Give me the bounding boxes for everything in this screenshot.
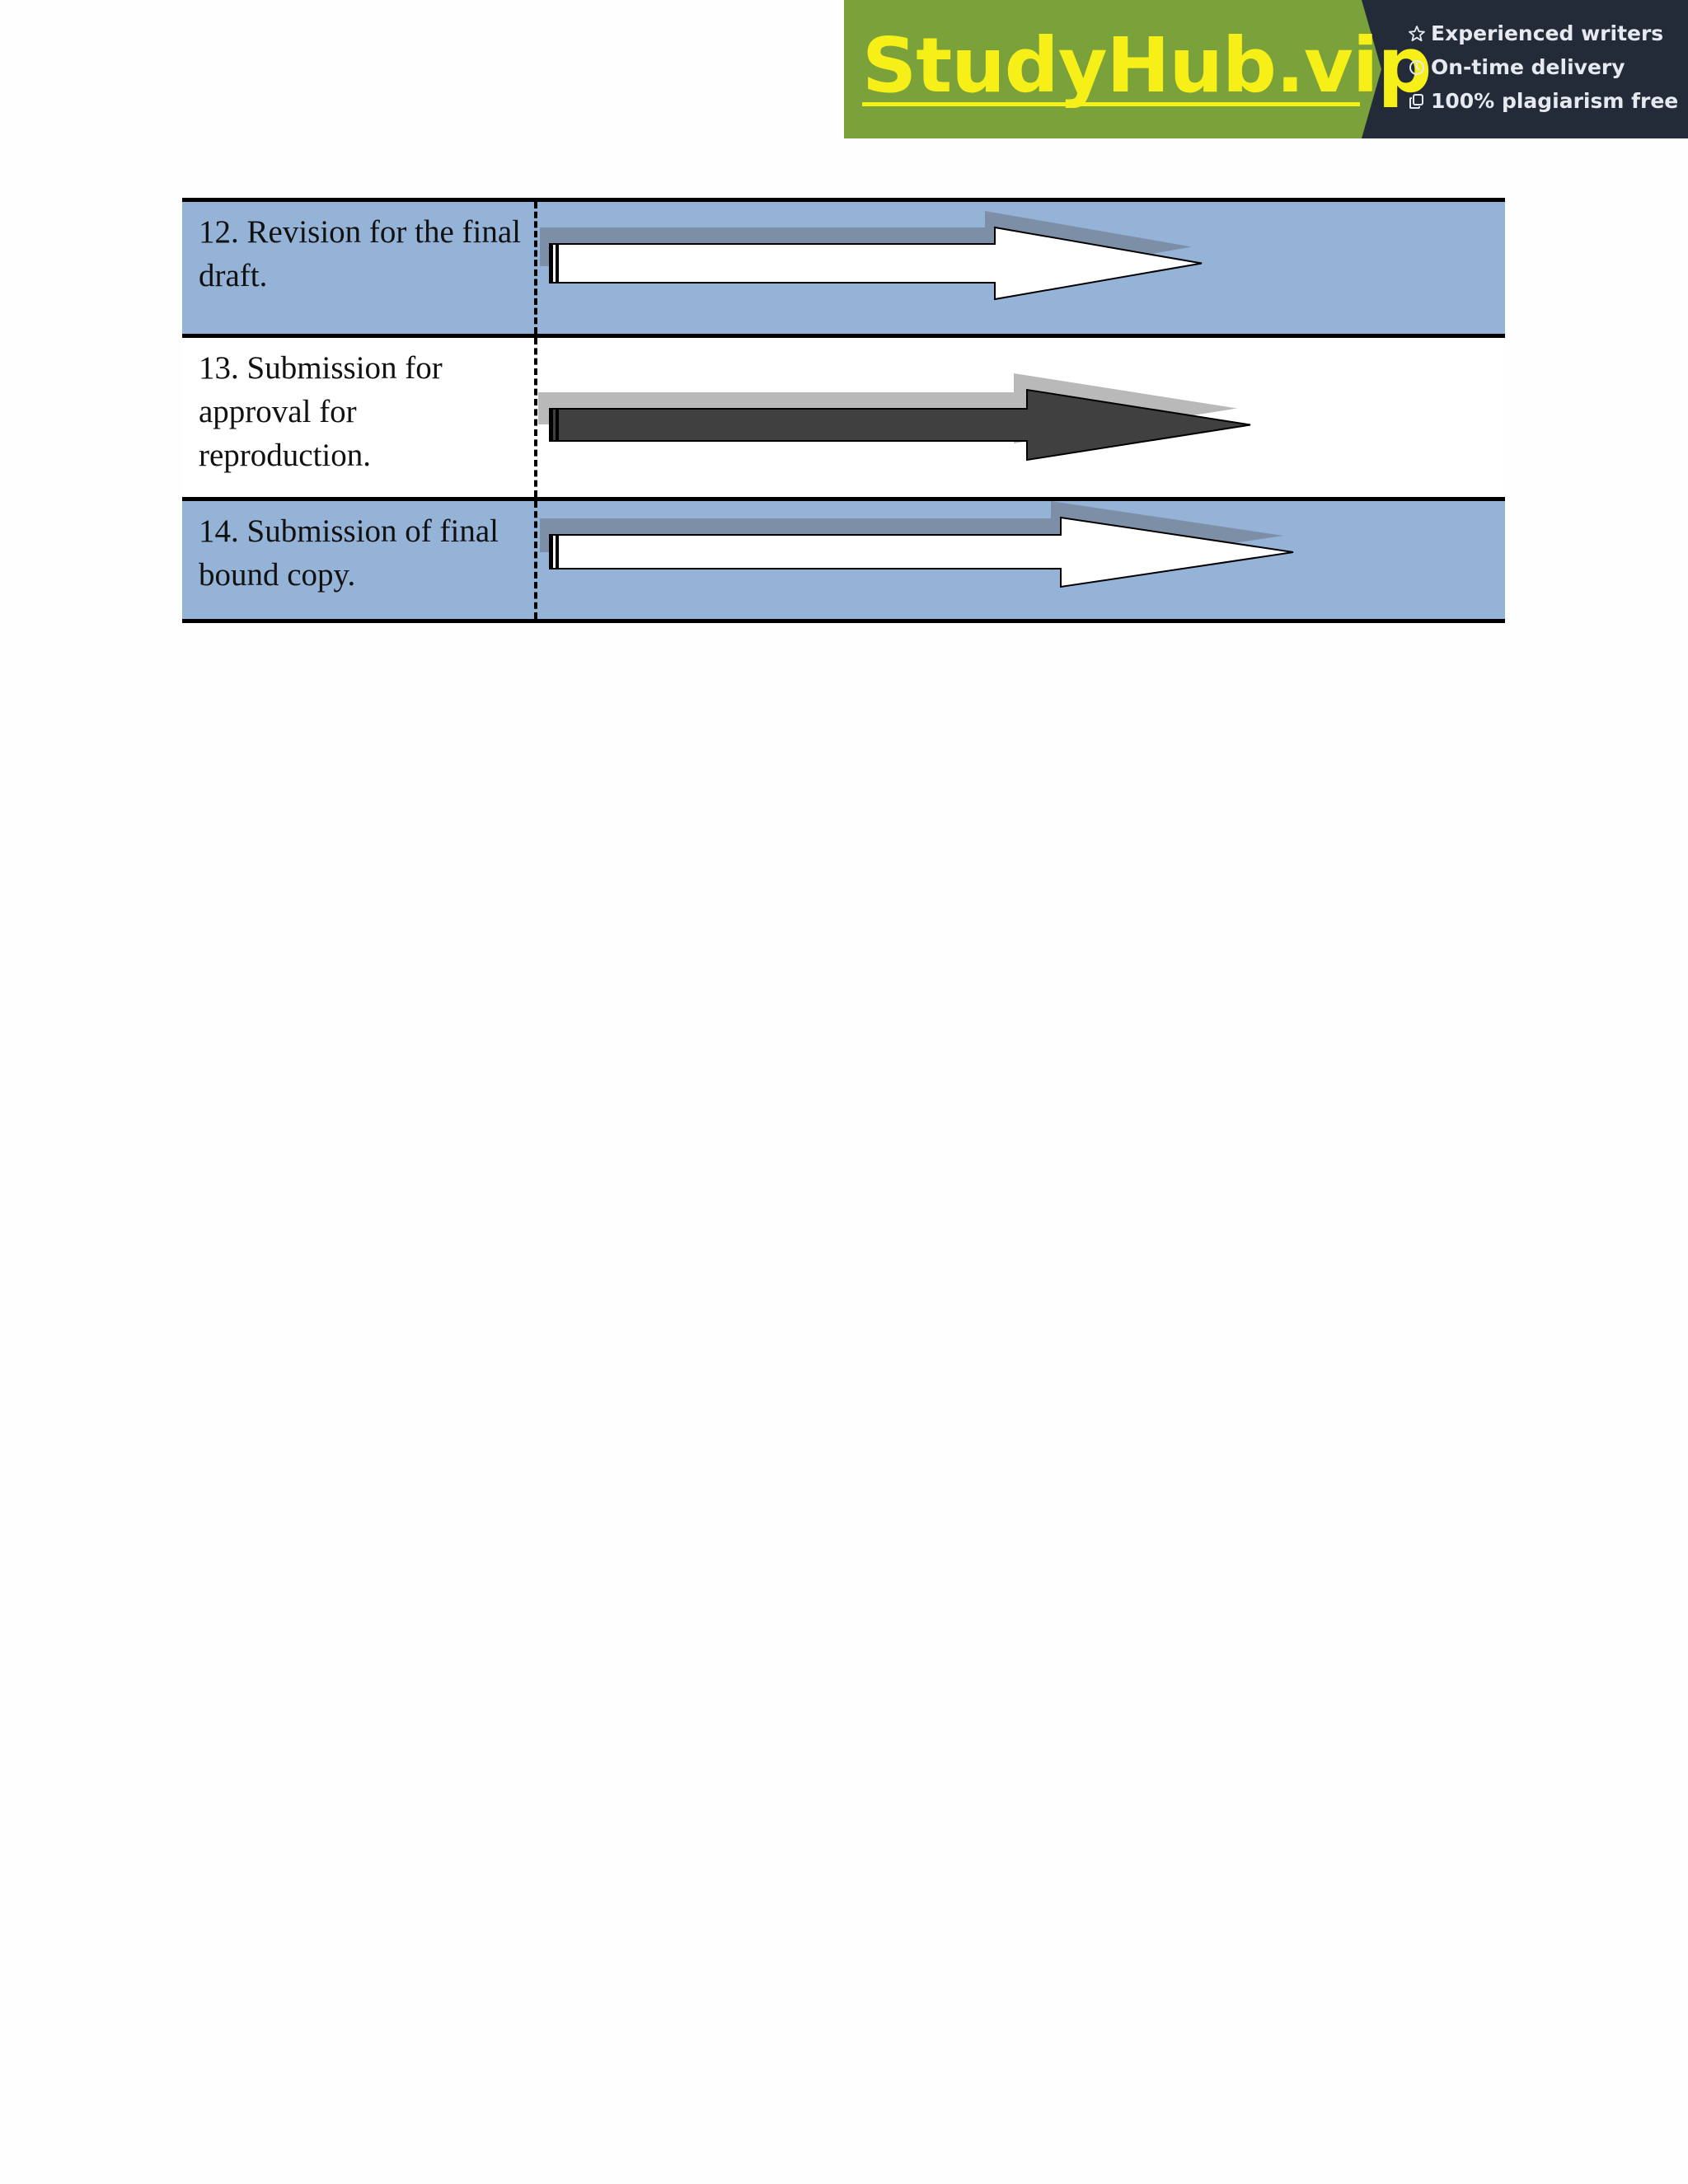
column-divider bbox=[534, 338, 537, 497]
timeline-cell bbox=[538, 202, 1505, 334]
table-row: 14. Submission of final bound copy. bbox=[182, 497, 1505, 623]
activity-cell: 14. Submission of final bound copy. bbox=[182, 501, 535, 619]
table-row: 12. Revision for the final draft. bbox=[182, 198, 1505, 334]
activity-label: 12. Revision for the final draft. bbox=[199, 214, 522, 293]
star-icon bbox=[1408, 25, 1426, 43]
table-row: 13. Submission for approval for reproduc… bbox=[182, 334, 1505, 497]
column-divider bbox=[534, 202, 537, 334]
filled-arrow-bar bbox=[538, 373, 1251, 462]
arrow-tail-cap bbox=[556, 409, 559, 441]
activity-label: 13. Submission for approval for reproduc… bbox=[199, 350, 443, 473]
banner-features: Experienced writers On-time delivery 100… bbox=[1408, 16, 1688, 118]
activity-cell: 12. Revision for the final draft. bbox=[182, 202, 535, 334]
arrow-body bbox=[549, 516, 1294, 588]
studyhub-logo[interactable]: StudyHub.vip bbox=[862, 21, 1432, 110]
timeline-cell bbox=[538, 501, 1505, 619]
arrow-tail-cap bbox=[550, 244, 553, 283]
feature-on-time-delivery: On-time delivery bbox=[1408, 50, 1688, 84]
timeline-cell bbox=[538, 338, 1505, 497]
clock-icon bbox=[1408, 59, 1426, 77]
feature-label: 100% plagiarism free bbox=[1431, 89, 1679, 113]
arrow-body bbox=[549, 226, 1203, 301]
column-divider bbox=[534, 501, 537, 619]
hollow-arrow-bar bbox=[540, 501, 1294, 588]
schedule-table: 12. Revision for the final draft. 13. Su… bbox=[182, 198, 1505, 623]
logo-underline bbox=[862, 102, 1360, 106]
arrow-tail-cap bbox=[556, 535, 559, 569]
feature-label: Experienced writers bbox=[1431, 21, 1664, 45]
copy-icon bbox=[1408, 92, 1426, 110]
feature-label: On-time delivery bbox=[1431, 55, 1625, 79]
arrow-tail-cap bbox=[556, 244, 559, 283]
hollow-arrow-bar bbox=[540, 211, 1203, 301]
arrow-tail-cap bbox=[550, 535, 553, 569]
feature-experienced-writers: Experienced writers bbox=[1408, 16, 1688, 50]
arrow-body bbox=[549, 388, 1251, 462]
activity-cell: 13. Submission for approval for reproduc… bbox=[182, 338, 535, 497]
activity-label: 14. Submission of final bound copy. bbox=[199, 513, 499, 593]
arrow-tail-cap bbox=[550, 409, 553, 441]
studyhub-banner[interactable]: StudyHub.vip Experienced writers On-time… bbox=[844, 0, 1688, 138]
feature-plagiarism-free: 100% plagiarism free bbox=[1408, 84, 1688, 118]
